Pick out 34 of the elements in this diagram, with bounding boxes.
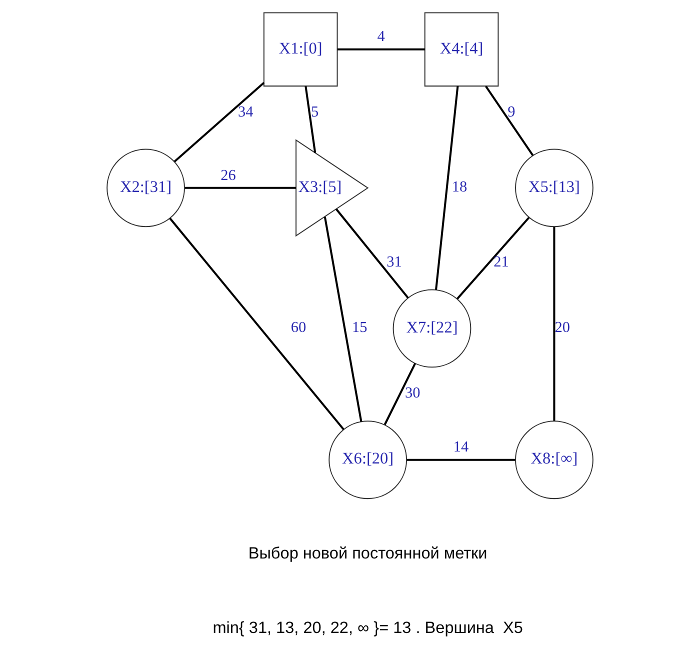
edge-label: 18 [452,178,468,196]
connector [553,226,556,421]
connector [184,186,296,189]
connector [456,216,530,300]
edge-label: 4 [377,28,385,46]
connector [169,218,344,430]
edge-label: 21 [494,253,509,270]
node-circle: X2:[31] [106,148,185,228]
connector [338,48,425,50]
node-box: X1:[0] [263,12,338,87]
connector [174,82,265,162]
connector [384,363,416,426]
connector [435,86,459,290]
label: Выбор новой постоянной метки [248,544,488,562]
node-circle: X7:[22] [392,289,472,368]
node-circle: X6:[20] [328,420,408,500]
edge-label: 30 [405,384,420,402]
edge-label: 14 [453,438,469,456]
node-circle: X5:[13] [515,148,594,228]
connector [406,458,516,461]
connector [324,216,362,422]
edge-label: 34 [238,104,254,121]
node-box: X4:[4] [424,12,499,87]
connector [335,208,409,298]
edge-label: 60 [290,319,306,336]
node-circle: X8:[∞] [515,420,594,500]
connector [304,86,316,153]
edge-label: 5 [311,104,319,121]
edge-label: 31 [386,253,402,270]
connector [485,86,534,156]
edge-label: 26 [220,166,236,184]
label: min{ 31, 13, 20, 22, ∞ }= 13 . Вершина X5 [212,618,523,637]
edge-label: 9 [508,104,516,121]
edge-label: 15 [352,319,368,336]
